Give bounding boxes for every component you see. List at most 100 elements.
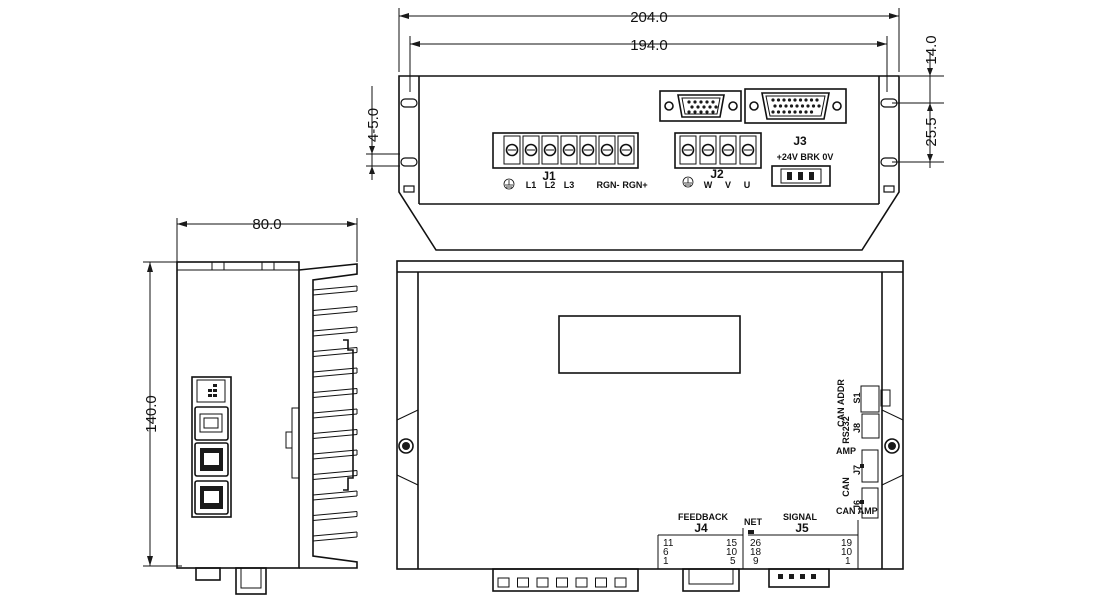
j1-housing [492,132,639,169]
dsub-pin [789,104,794,108]
rs232-label: RS232 [841,416,851,444]
terminal-screw [524,143,538,157]
terminal-slot [503,135,521,165]
side-bottom-terminal [195,567,221,581]
heatsink-fin [312,434,358,439]
dim-204-arrow-left [399,13,409,19]
dsub15-plate [659,90,742,122]
terminal-screw [505,143,519,157]
dsub-pin [793,110,797,114]
dsub-pin [782,110,786,114]
terminal-tooth [575,577,588,588]
terminal-screw [600,143,614,157]
front-body-outline [398,75,900,251]
heatsink-fin [312,311,358,316]
dsub-connector-15 [659,90,742,122]
dim-25-label: 25.5 [923,117,940,146]
heatsink-fin [312,367,358,373]
mount-slot [400,157,418,167]
dsub-pin [793,98,797,102]
dsub-pin [809,98,814,102]
terminal-screw [619,143,633,157]
terminal-screw [543,143,557,157]
bottom-dsub-j4 [682,568,740,592]
dsub-pin [771,98,775,102]
side-port-panel [191,376,232,518]
dim-204-label: 204.0 [630,9,668,26]
bottom-terminal-block [492,568,639,592]
dim-140-label: 140.0 [143,395,160,433]
heatsink-fin [312,347,358,352]
dsub-pin [705,110,709,114]
heatsink-fin [312,413,358,419]
dim-80-arrow-left [177,221,187,227]
dim-204-arrow-right [889,13,899,19]
dip-switch [196,379,226,403]
j1-pin-rgn-minus: RGN- [597,180,620,190]
dsub-pin [782,98,786,102]
heatsink-fins [298,263,358,569]
front-view: 204.0 194.0 4-5.0 14.0 [365,8,944,251]
dsub-pin [804,98,808,102]
rj45-port [194,442,229,477]
amp-label: AMP [836,446,856,456]
dsub26-plate [744,88,847,124]
dim-194-arrow-right [877,41,887,47]
dsub-pin [787,110,792,114]
net-pin: 18 [750,547,762,558]
mount-screw [403,185,415,193]
heatsink-fin [312,331,358,337]
j6-label: J6 [852,500,862,510]
can-label: CAN [841,477,851,497]
j2-terminal-block [674,132,762,169]
dsub-pin [804,110,808,114]
j4-pin: 5 [730,556,736,567]
terminal-tooth [497,577,510,588]
heatsink-fin [312,429,358,434]
dsub-pin [784,104,788,108]
dim-140-arrow-top [147,262,153,272]
dsub-pin [699,100,703,104]
terminal-screw [721,143,735,157]
heatsink-fin [312,372,358,378]
dsub-pin [771,110,775,114]
terminal-tooth [536,577,549,588]
j5-pin: 1 [845,556,851,567]
dsub-pin [714,105,718,109]
dim-194-label: 194.0 [630,37,668,54]
dim-14-label: 14.0 [923,35,940,64]
mount-screw [883,185,895,193]
terminal-screw [581,143,595,157]
dsub-pin [711,100,715,104]
dsub-pin [708,105,712,109]
terminal-slot [719,135,737,165]
j4-pin: 6 [663,547,669,558]
rj45-port [194,480,229,515]
terminal-slot [541,135,559,165]
label-window [558,315,741,374]
dsub-pin [800,104,805,108]
s1-label: S1 [852,392,862,403]
dsub-pin [711,110,715,114]
port-panel-frame [191,376,232,518]
terminal-screw [562,143,576,157]
j2-housing [674,132,762,169]
terminal-screw [701,143,715,157]
net-pin: 26 [750,538,762,549]
j2-pin-w: W [704,180,713,190]
heatsink-fin [312,490,358,496]
j1-pin-l1: L1 [526,180,537,190]
j5-title: J5 [795,521,809,535]
net-label: NET [744,517,763,527]
can-amp-label: CAN AMP [836,506,878,516]
terminal-tooth [614,577,627,588]
terminal-slot [579,135,597,165]
j5-pin: 10 [841,547,853,558]
heatsink-fin [312,393,358,398]
ground-symbol-j1 [503,178,515,190]
terminal-slot [617,135,635,165]
s1-switch [860,385,880,413]
j5-pin: 19 [841,538,853,549]
dim-slot-arrow [369,166,375,174]
